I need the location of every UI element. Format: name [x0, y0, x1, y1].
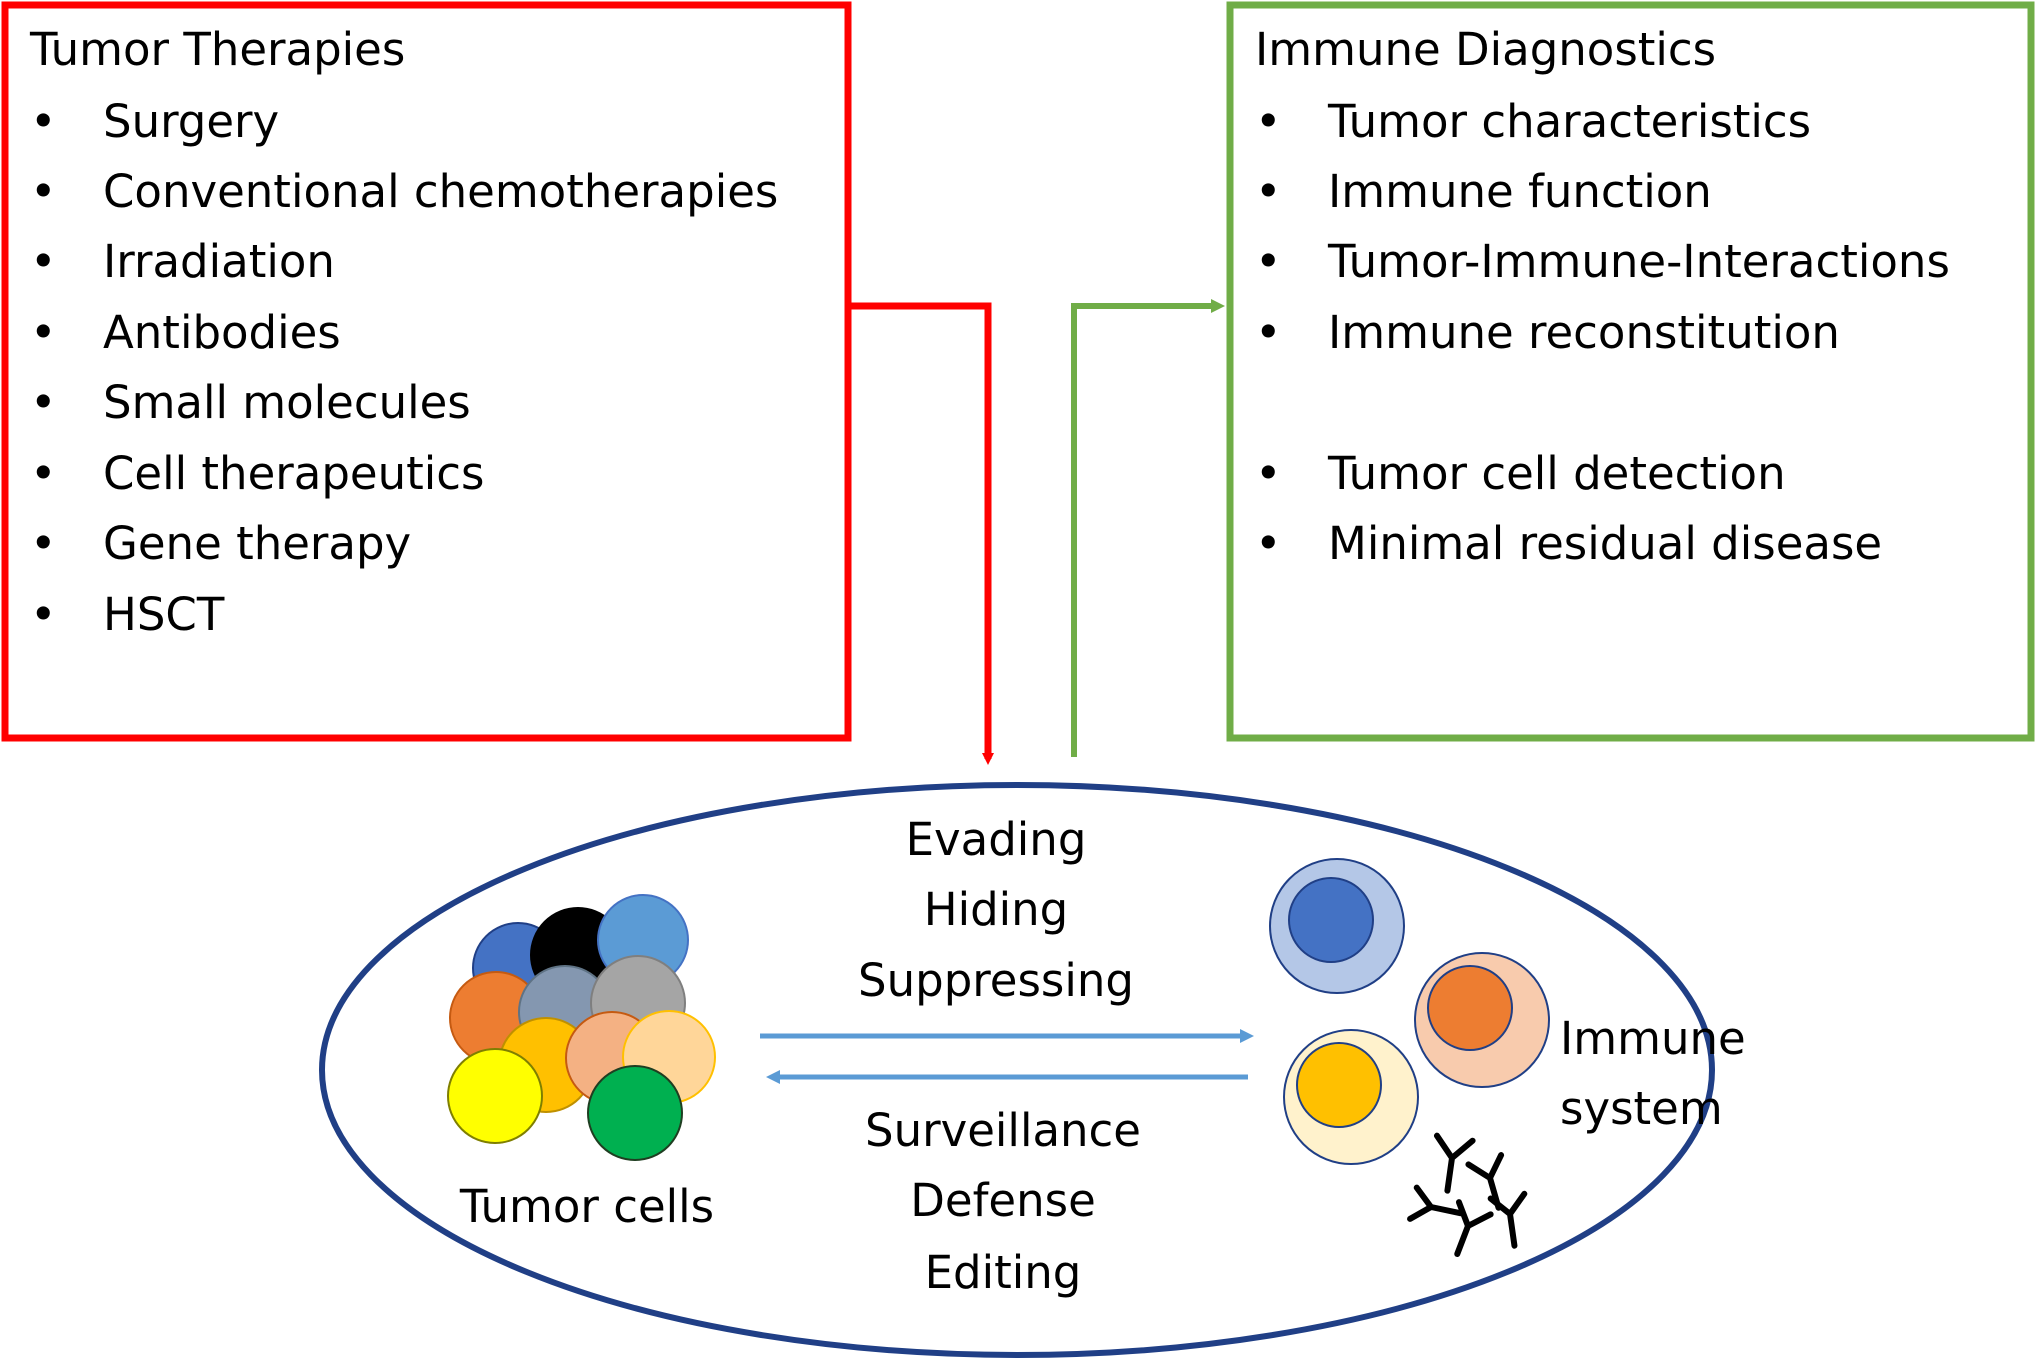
immune-to-tumor-effects: Surveillance Defense Editing	[766, 1070, 1248, 1299]
therapy-label: Small molecules	[103, 376, 471, 429]
therapy-label: Cell therapeutics	[103, 447, 484, 500]
diagnostic-item-6: • Minimal residual disease	[1255, 517, 1882, 570]
diagnostic-bullet: •	[1255, 235, 1282, 288]
diagnostic-label: Minimal residual disease	[1328, 517, 1882, 570]
diagnostic-label: Tumor-Immune-Interactions	[1327, 235, 1950, 288]
diagnostic-item-3: • Tumor-Immune-Interactions	[1255, 235, 1950, 288]
diagnostic-bullet: •	[1255, 95, 1282, 148]
therapy-bullet: •	[30, 376, 57, 429]
therapy-to-tumor-arrow	[848, 302, 994, 765]
diagnostic-label: Immune function	[1328, 165, 1712, 218]
tumor-therapies-border	[1, 1, 852, 742]
diagnostic-item-4: • Immune reconstitution	[1255, 306, 1840, 359]
tumor-cell-icon	[447, 1048, 543, 1144]
immune-cell-icon	[1269, 858, 1405, 994]
tumor-to-immune-effects: Evading Hiding Suppressing	[760, 813, 1254, 1043]
therapy-bullet: •	[30, 235, 57, 288]
therapy-label: Gene therapy	[103, 517, 411, 570]
therapy-bullet: •	[30, 447, 57, 500]
diagnostic-bullet: •	[1255, 517, 1282, 570]
therapy-item-8: • HSCT	[30, 588, 225, 641]
immune-cell-cluster	[1269, 858, 1550, 1165]
immune-surveillance-label: Surveillance	[865, 1104, 1141, 1157]
therapy-bullet: •	[30, 165, 57, 218]
tumor-to-diagnostics-arrow	[1071, 299, 1225, 757]
immune-cell-icon	[1283, 1029, 1419, 1165]
therapy-bullet: •	[30, 306, 57, 359]
therapy-label: Irradiation	[103, 235, 335, 288]
diagnostic-label: Tumor cell detection	[1327, 447, 1786, 500]
tumor-hiding-label: Hiding	[924, 883, 1069, 936]
immune-cell-icon	[1414, 952, 1550, 1088]
therapy-bullet: •	[30, 588, 57, 641]
therapy-label: Surgery	[103, 95, 279, 148]
diagnostic-item-1: • Tumor characteristics	[1255, 95, 1811, 148]
tumor-therapies-box: Tumor Therapies • Surgery • Conventional…	[1, 1, 852, 742]
immune-system-label-line2: system	[1560, 1082, 1723, 1135]
therapy-label: HSCT	[103, 588, 225, 641]
therapy-item-5: • Small molecules	[30, 376, 471, 429]
therapy-item-3: • Irradiation	[30, 235, 335, 288]
therapy-item-7: • Gene therapy	[30, 517, 411, 570]
antibody-icon	[1407, 1184, 1464, 1222]
immune-diagnostics-box: Immune Diagnostics • Tumor characteristi…	[1226, 1, 2035, 742]
immune-diagnostics-title: Immune Diagnostics	[1255, 23, 1716, 76]
immune-defense-label: Defense	[910, 1174, 1096, 1227]
diagnostic-bullet: •	[1255, 447, 1282, 500]
tumor-cells-label: Tumor cells	[459, 1180, 714, 1233]
immune-editing-label: Editing	[925, 1246, 1082, 1299]
immune-diagnostics-list-primary: • Tumor characteristics • Immune functio…	[1255, 95, 1950, 359]
therapy-item-6: • Cell therapeutics	[30, 447, 484, 500]
therapy-label: Conventional chemotherapies	[103, 165, 778, 218]
antibody-icon	[1454, 1199, 1494, 1258]
antibody-cluster	[1407, 1132, 1528, 1258]
tumor-cell-cluster	[447, 894, 716, 1161]
therapy-item-1: • Surgery	[30, 95, 279, 148]
therapy-item-2: • Conventional chemotherapies	[30, 165, 778, 218]
tumor-immune-interaction-zone: Tumor cells Evading Hiding Suppressing S…	[319, 782, 1746, 1358]
tumor-therapies-list: • Surgery • Conventional chemotherapies …	[30, 95, 778, 641]
tumor-evading-label: Evading	[906, 813, 1087, 866]
tumor-cell-icon	[587, 1065, 683, 1161]
therapy-item-4: • Antibodies	[30, 306, 341, 359]
diagnostic-bullet: •	[1255, 165, 1282, 218]
diagnostic-bullet: •	[1255, 306, 1282, 359]
immune-diagnostics-border	[1226, 1, 2035, 742]
diagnostic-item-5: • Tumor cell detection	[1255, 447, 1786, 500]
therapy-to-tumor-connector	[848, 302, 994, 765]
therapy-bullet: •	[30, 95, 57, 148]
tumor-to-diagnostics-connector	[1071, 299, 1225, 757]
diagnostic-item-2: • Immune function	[1255, 165, 1712, 218]
antibody-icon	[1487, 1190, 1528, 1249]
therapy-bullet: •	[30, 517, 57, 570]
immune-system-label-line1: Immune	[1560, 1012, 1746, 1065]
diagnostic-label: Tumor characteristics	[1327, 95, 1811, 148]
tumor-suppressing-label: Suppressing	[858, 954, 1134, 1007]
antibody-icon	[1433, 1132, 1476, 1194]
tumor-therapies-title: Tumor Therapies	[29, 23, 405, 76]
immune-diagnostics-list-secondary: • Tumor cell detection • Minimal residua…	[1255, 447, 1882, 570]
diagnostic-label: Immune reconstitution	[1328, 306, 1840, 359]
therapy-label: Antibodies	[103, 306, 341, 359]
